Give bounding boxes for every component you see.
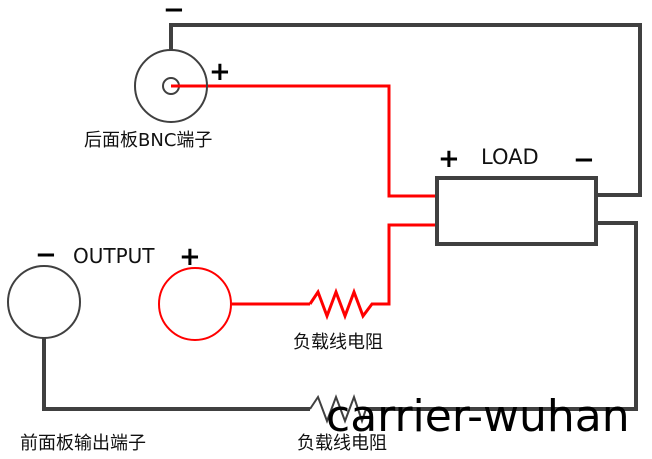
output-minus-wire-left: [42, 337, 310, 411]
load-label: LOAD: [481, 145, 539, 169]
load-box: [435, 176, 598, 246]
top-load-line-resistor: [308, 223, 437, 321]
top-resistor-label: 负载线电阻: [293, 332, 383, 353]
bnc-plus-sign: +: [209, 57, 231, 87]
bottom-load-line-resistor: [309, 394, 367, 425]
output-label: OUTPUT: [73, 244, 155, 268]
output-minus-wire: [366, 221, 638, 411]
front-panel-label: 前面板输出端子: [20, 433, 146, 454]
bnc-outer-ring: [134, 49, 208, 123]
bottom-resistor-label: 负载线电阻: [297, 433, 387, 454]
output-minus-terminal: [7, 265, 81, 339]
bnc-minus-wire: [169, 23, 642, 197]
bnc-minus-sign: −: [163, 0, 185, 25]
bnc-plus-wire: [172, 84, 437, 198]
load-plus-sign: +: [438, 144, 460, 174]
output-minus-sign: −: [35, 240, 57, 270]
output-plus-terminal: [158, 267, 232, 341]
output-plus-sign: +: [179, 242, 201, 272]
watermark: carrier-wuhan: [326, 391, 630, 442]
load-minus-sign: −: [573, 145, 595, 175]
rear-bnc-label: 后面板BNC端子: [84, 130, 212, 151]
